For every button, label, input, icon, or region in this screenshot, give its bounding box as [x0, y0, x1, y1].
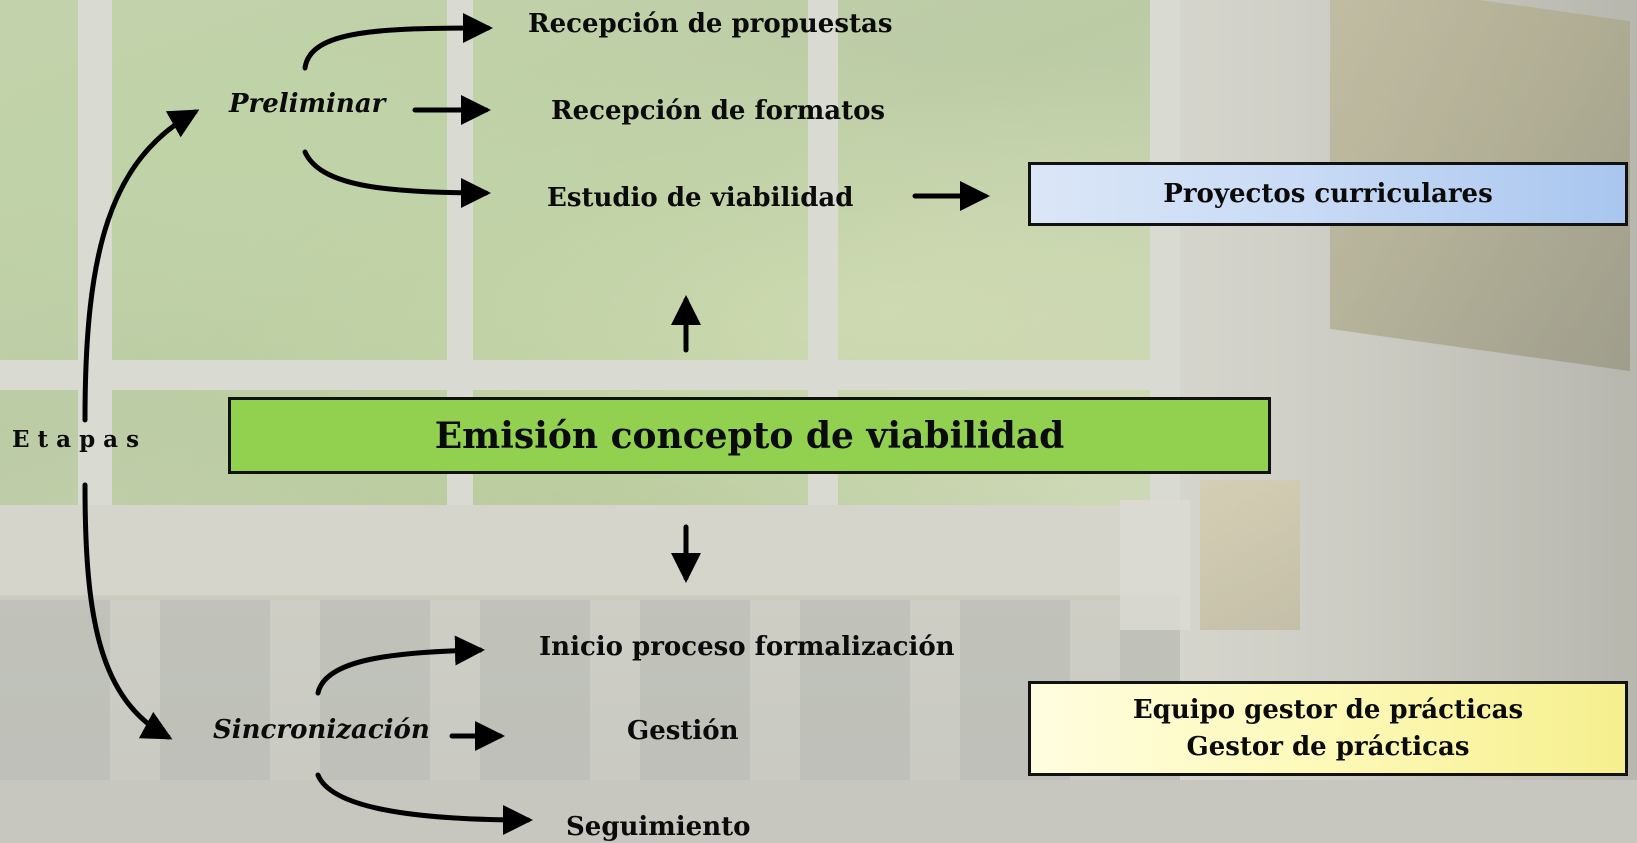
step-gestion: Gestión	[627, 716, 739, 746]
proyectos-curriculares-text: Proyectos curriculares	[1163, 179, 1493, 209]
sincronizacion-to-seguimiento-arrow	[315, 772, 533, 835]
etapas-to-sincronizacion-arrow	[82, 482, 173, 740]
step-recepcion-formatos: Recepción de formatos	[551, 96, 886, 126]
step-estudio-viabilidad: Estudio de viabilidad	[547, 183, 854, 213]
preliminar-to-propuestas-arrow	[302, 13, 493, 71]
equipo-gestor-box: Equipo gestor de prácticas Gestor de prá…	[1028, 681, 1628, 776]
preliminar-to-estudio-arrow	[302, 149, 491, 208]
etapas-label: E t a p a s	[12, 426, 140, 453]
emision-concepto-box: Emisión concepto de viabilidad	[228, 397, 1271, 474]
sincronizacion-label: Sincronización	[213, 715, 430, 745]
emision-concepto-text: Emisión concepto de viabilidad	[434, 414, 1065, 457]
step-seguimiento: Seguimiento	[566, 812, 751, 842]
step-inicio-formalizacion: Inicio proceso formalización	[539, 632, 955, 662]
etapas-to-preliminar-arrow	[82, 109, 200, 423]
equipo-gestor-line1: Equipo gestor de prácticas	[1132, 695, 1524, 726]
step-recepcion-propuestas: Recepción de propuestas	[528, 9, 893, 39]
preliminar-label: Preliminar	[229, 89, 386, 119]
proyectos-curriculares-box: Proyectos curriculares	[1028, 162, 1628, 226]
sincronizacion-to-inicio-arrow	[315, 635, 485, 696]
equipo-gestor-line2: Gestor de prácticas	[1186, 731, 1470, 762]
